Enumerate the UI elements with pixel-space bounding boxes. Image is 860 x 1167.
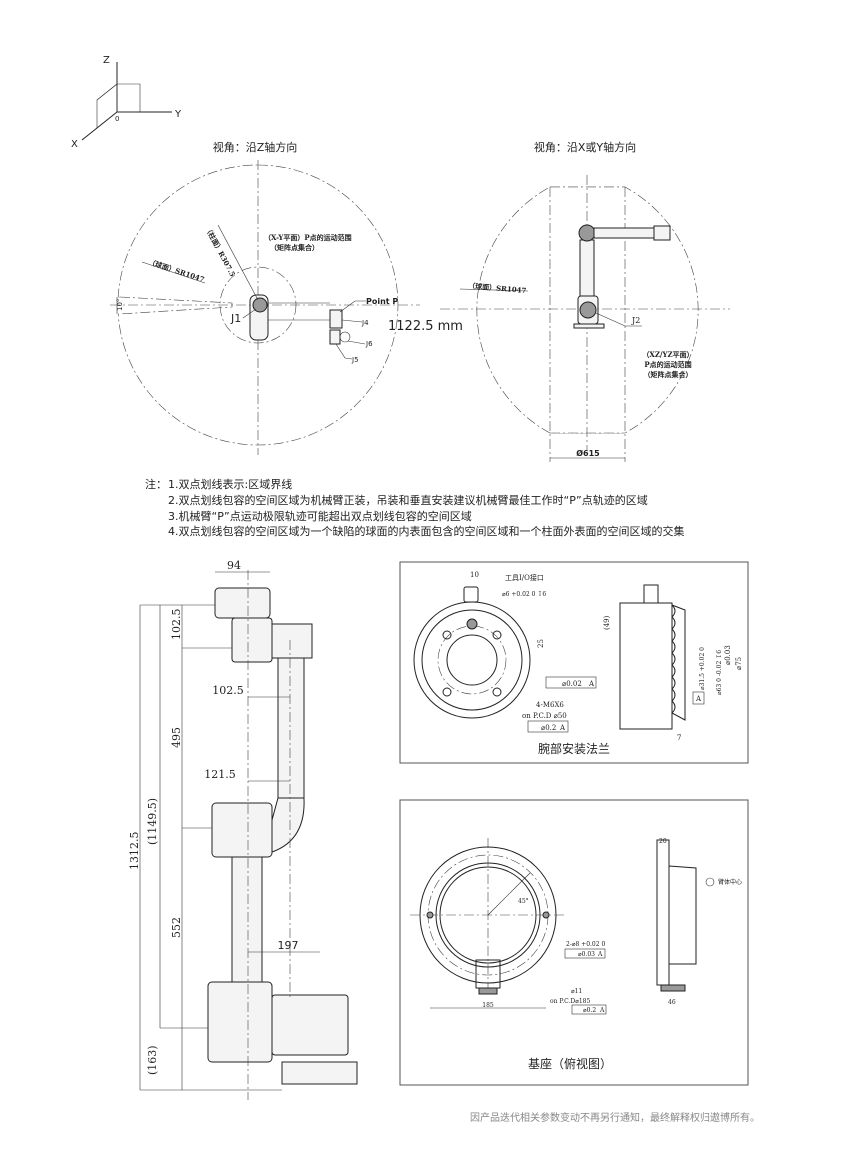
flange-dim-63: ⌀63 0 -0.02 ↧6 [716, 650, 723, 695]
flange-datum-1: A [588, 680, 595, 688]
dim-121-5: 121.5 [204, 768, 236, 781]
flange-io-label: 工具I/O接口 [505, 573, 544, 582]
flange-dim-75: ⌀75 [735, 657, 743, 670]
j2-label: J2 [631, 316, 640, 325]
base-datum-2: A [599, 1007, 605, 1014]
point-p-label: Point P [366, 297, 398, 306]
note-1: 1.双点划线表示:区域界线 [168, 477, 292, 491]
base-hole: ⌀11 [571, 988, 582, 995]
flange-pin-spec: ⌀6 +0.02 0 ↧6 [502, 591, 546, 598]
dim-102-5-vertical: 102.5 [170, 609, 183, 641]
top-view-title: 视角：沿Z轴方向 [213, 140, 298, 154]
top-view-angle: 10° [116, 299, 124, 311]
dim-197: 197 [278, 939, 299, 952]
flange-dim-7: 7 [677, 734, 681, 742]
flange-tol-1: ⌀0.02 [562, 680, 582, 688]
flange-dim-25: 25 [537, 639, 545, 648]
sphere-radius-label: （球面）SR1047 [147, 257, 205, 284]
j6-label: J6 [365, 340, 373, 348]
dim-163: (163) [146, 1045, 159, 1075]
axis-x-label: X [71, 139, 78, 150]
flange-tol-3: ⌀0.03 [724, 645, 732, 665]
base-center-label: 臂体中心 [718, 878, 742, 886]
side-view-title: 视角：沿X或Y轴方向 [534, 140, 636, 154]
axis-origin-label: 0 [115, 115, 119, 123]
dim-94: 94 [227, 559, 241, 572]
note-3: 3.机械臂“P”点运动极限轨迹可能超出双点划线包容的空间区域 [168, 509, 472, 523]
j1-label: J1 [230, 312, 241, 325]
flange-datum-box: A [695, 695, 702, 703]
notes-prefix: 注： [145, 477, 167, 491]
flange-holes: 4-M6X6 [536, 701, 564, 709]
note-2: 2.双点划线包容的空间区域为机械臂正装，吊装和垂直安装建议机械臂最佳工作时“P”… [168, 493, 648, 507]
flange-tol-2: ⌀0.2 [541, 724, 556, 732]
flange-datum-2: A [559, 724, 566, 732]
dim-1149-5: (1149.5) [146, 798, 159, 845]
side-region-label-1: （XZ/YZ平面） [642, 350, 693, 359]
j4-label: J4 [361, 319, 369, 327]
arm-dimension-drawing: 94 1312.5 (1149.5) 102.5 495 552 (163) 1… [128, 559, 358, 1100]
base-title: 基座（俯视图） [528, 1056, 612, 1071]
flange-dim-49: (49) [603, 615, 611, 630]
side-view-workspace: 视角：沿X或Y轴方向 J2 （球面）SR1047 （XZ/YZ平面） P点的运动… [440, 140, 730, 462]
coordinate-axes-icon: Z Y X 0 [71, 55, 182, 150]
diameter-615-label: Ø615 [576, 448, 600, 458]
axis-z-label: Z [103, 55, 110, 66]
base-tol-1: ⌀0.03 [578, 951, 595, 958]
base-dim-20: 20 [659, 838, 667, 845]
base-dim-185: 185 [482, 1002, 494, 1009]
base-panel: 45° 2-⌀8 +0.02 0 ⌀0.03 A ⌀11 on P.C.D⌀18… [399, 799, 749, 1086]
note-4: 4.双点划线包容的空间区域为一个缺陷的球面的内表面包含的空间区域和一个柱面外表面… [168, 524, 685, 538]
axis-y-label: Y [174, 109, 182, 120]
side-region-label-2: P点的运动范围 [644, 360, 691, 369]
base-datum-1: A [597, 951, 603, 958]
flange-title: 腕部安装法兰 [538, 741, 610, 756]
region-label-1: （X-Y平面）P点的运动范围 [264, 233, 352, 242]
base-tol-2: ⌀0.2 [583, 1007, 596, 1014]
notes: 注： 1.双点划线表示:区域界线 2.双点划线包容的空间区域为机械臂正装，吊装和… [145, 477, 685, 538]
base-angle: 45° [518, 898, 529, 905]
base-pcd: on P.C.D⌀185 [550, 998, 590, 1005]
footer-disclaimer: 因产品迭代相关参数变动不再另行通知，最终解释权归遨博所有。 [470, 1111, 760, 1124]
top-view-workspace: 视角：沿Z轴方向 10° （柱面）R307.5 （球面）SR1047 （X-Y平… [110, 140, 463, 455]
dim-102-5-horizontal: 102.5 [212, 684, 244, 697]
flange-dim-10: 10 [470, 571, 479, 579]
side-sphere-radius-label: （球面）SR1047 [468, 281, 527, 295]
wrist-flange-panel: 10 工具I/O接口 ⌀6 +0.02 0 ↧6 25 ⌀0.02 A 4-M6… [399, 561, 749, 764]
region-label-2: （矩阵点集合） [270, 243, 319, 252]
flange-dim-31-5: ⌀31.5 +0.02 0 [699, 647, 706, 690]
base-dim-46: 46 [668, 999, 676, 1006]
flange-pcd: on P.C.D ⌀50 [522, 712, 567, 720]
side-region-label-3: （矩阵点集合） [644, 370, 693, 379]
reach-label: 1122.5 mm [388, 319, 463, 334]
base-pins: 2-⌀8 +0.02 0 [566, 941, 605, 948]
dim-1312-5: 1312.5 [128, 832, 141, 871]
dim-552: 552 [170, 917, 183, 938]
dim-495: 495 [170, 727, 183, 748]
j5-label: J5 [351, 356, 359, 364]
